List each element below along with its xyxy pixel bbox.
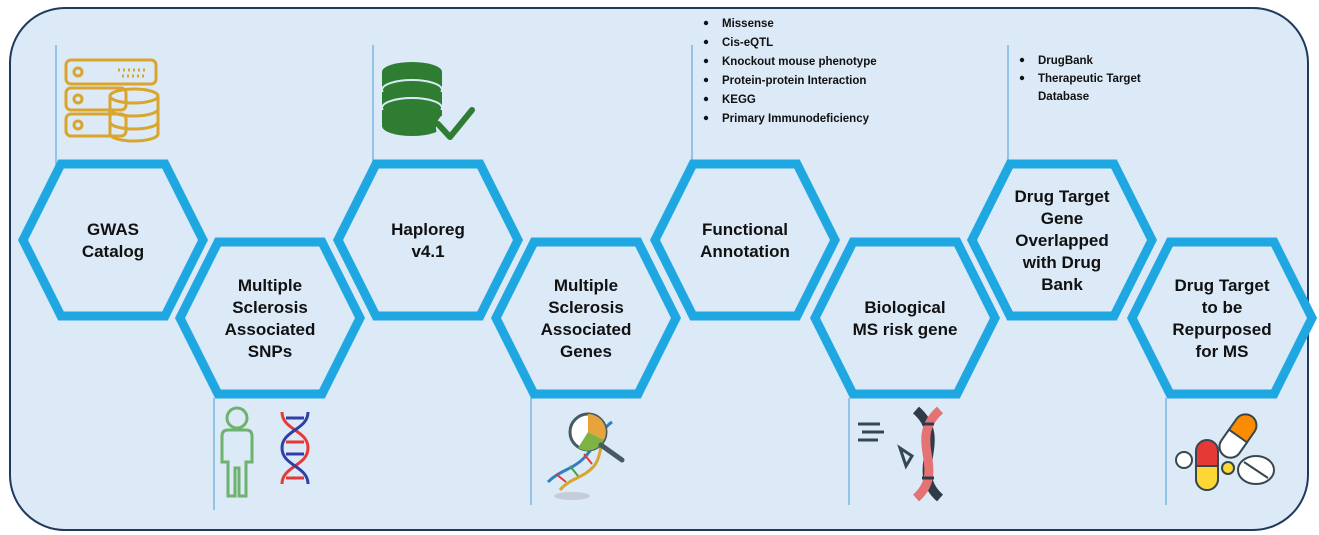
hexagon-step: Drug Target to be Repurposed for MS: [1126, 237, 1318, 399]
bullet-dot: [1019, 75, 1025, 81]
hexagon-label-line: Catalog: [82, 242, 144, 261]
hexagon-shape: [1126, 237, 1318, 399]
dna-magnifier-icon: [546, 412, 625, 500]
person-dna-icon: [220, 406, 310, 498]
hexagon-shape: [332, 159, 524, 321]
database-server-icon: [64, 58, 160, 143]
hexagon-label-line: Associated: [225, 320, 316, 339]
hexagon-step: Biological MS risk gene: [809, 237, 1001, 399]
hexagon-label-line: Overlapped: [1015, 231, 1109, 250]
bullet-item: Therapeutic Target: [1038, 73, 1141, 85]
hexagon-label-line: Bank: [1041, 275, 1083, 294]
hexagon-label-line: to be: [1202, 298, 1243, 317]
hexagon-label-line: Annotation: [700, 242, 790, 261]
hexagon-shape: [17, 159, 209, 321]
database-check-icon: [381, 62, 475, 144]
hexagon-label-line: MS risk gene: [853, 320, 958, 339]
hexagon-label-line: Gene: [1041, 209, 1084, 228]
hexagon-shape: [966, 159, 1158, 321]
hexagon-label-line: GWAS: [87, 220, 139, 239]
hexagon-shape: [174, 237, 366, 399]
bullet-item: Cis-eQTL: [722, 37, 773, 49]
hexagon-label-line: Multiple: [238, 276, 302, 295]
bullet-dot: [703, 20, 709, 26]
hexagon-label-line: v4.1: [411, 242, 444, 261]
bullet-item: Knockout mouse phenotype: [722, 56, 877, 68]
hexagon-step: Haploreg v4.1: [332, 159, 524, 321]
bullet-dot: [703, 96, 709, 102]
hexagon-shape: [490, 237, 682, 399]
hexagon-label-line: Haploreg: [391, 220, 465, 239]
hexagon-label-line: for MS: [1196, 342, 1249, 361]
connector-lines: [55, 45, 1167, 510]
hexagon-label-line: Biological: [864, 298, 945, 317]
hexagon-label-line: Multiple: [554, 276, 618, 295]
hexagon-shape: [809, 237, 1001, 399]
hexagon-label-line: Repurposed: [1172, 320, 1271, 339]
bullet-dot: [703, 77, 709, 83]
bullet-item: Protein-protein Interaction: [722, 75, 866, 87]
hexagon-label-line: Functional: [702, 220, 788, 239]
bullet-dot: [1019, 57, 1025, 63]
bullet-item: Missense: [722, 18, 774, 30]
bullet-dot: [703, 58, 709, 64]
hexagon-label-line: Drug Target: [1014, 187, 1109, 206]
hexagon-label-line: Sclerosis: [232, 298, 308, 317]
hexagon-label-line: Drug Target: [1174, 276, 1269, 295]
bullet-item: DrugBank: [1038, 55, 1094, 67]
hexagon-step: GWAS Catalog: [17, 159, 209, 321]
hexagon-label-line: Associated: [541, 320, 632, 339]
bullet-item: Primary Immunodeficiency: [722, 113, 870, 125]
hexagon-label-line: SNPs: [248, 342, 292, 361]
hexagon-label-line: Sclerosis: [548, 298, 624, 317]
bullet-item: Database: [1038, 91, 1089, 103]
hexagon-steps: GWASCatalogMultipleSclerosisAssociatedSN…: [17, 159, 1318, 399]
bullet-item: KEGG: [722, 94, 756, 106]
bullet-dot: [703, 115, 709, 121]
bullet-dot: [703, 39, 709, 45]
hexagon-shape: [649, 159, 841, 321]
pills-icon: [1175, 413, 1275, 491]
hexagon-label-line: Genes: [560, 342, 612, 361]
hexagon-label-line: with Drug: [1022, 253, 1101, 272]
dna-analysis-icon: [858, 406, 944, 502]
workflow-panel: [9, 7, 1309, 531]
